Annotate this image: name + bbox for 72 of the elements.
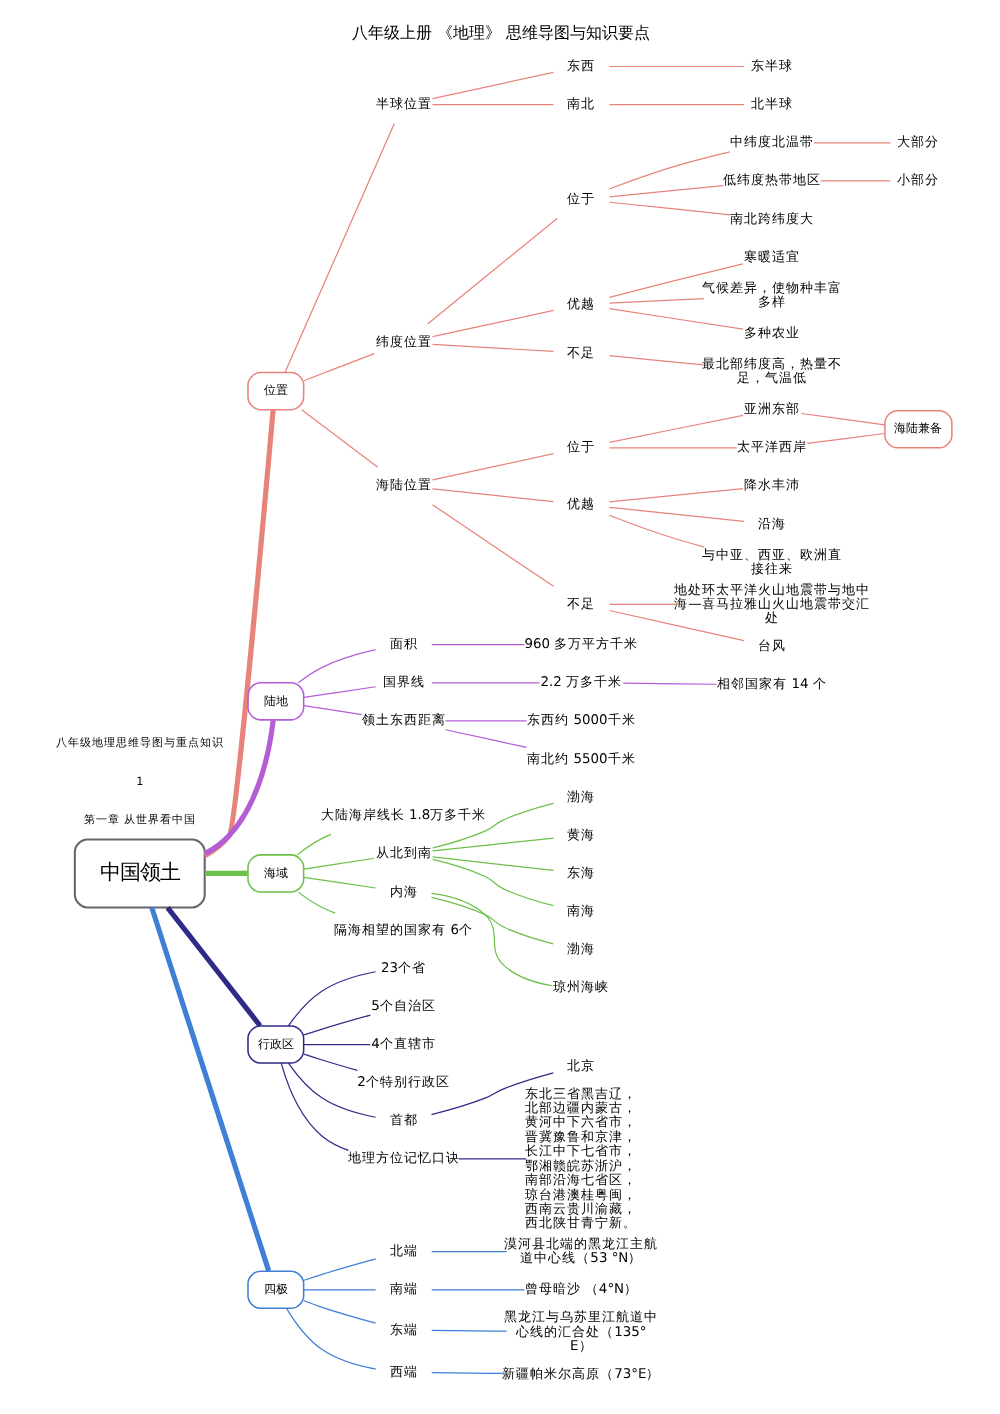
connector bbox=[202, 719, 275, 856]
connector bbox=[286, 1062, 376, 1118]
connector bbox=[430, 856, 554, 872]
connector bbox=[812, 142, 891, 144]
connector bbox=[430, 1289, 525, 1291]
connector bbox=[799, 412, 885, 426]
connector bbox=[285, 1308, 376, 1370]
connector bbox=[296, 891, 335, 914]
connector bbox=[430, 104, 554, 106]
connector bbox=[607, 603, 678, 606]
connector bbox=[607, 514, 704, 548]
connector bbox=[430, 343, 554, 353]
connector bbox=[296, 649, 376, 684]
connector bbox=[607, 65, 744, 68]
connector bbox=[302, 1258, 376, 1281]
connector bbox=[607, 414, 743, 443]
connector bbox=[302, 1289, 376, 1291]
connector bbox=[805, 432, 884, 445]
connector bbox=[607, 184, 723, 198]
connector bbox=[430, 858, 553, 907]
connector bbox=[430, 1371, 504, 1374]
connector bbox=[607, 151, 730, 190]
connector bbox=[286, 971, 376, 1027]
connector bbox=[607, 297, 704, 304]
connector bbox=[607, 447, 737, 449]
connector bbox=[607, 104, 744, 106]
connector bbox=[429, 896, 553, 945]
connector bbox=[430, 644, 525, 646]
connector bbox=[430, 453, 554, 481]
node-box: 中国领土 bbox=[72, 838, 205, 909]
connector bbox=[607, 609, 744, 642]
connector bbox=[295, 833, 331, 856]
connector bbox=[204, 870, 247, 876]
connector bbox=[429, 1072, 553, 1116]
connector bbox=[302, 876, 376, 889]
connector bbox=[202, 409, 275, 859]
connector bbox=[302, 352, 374, 382]
connector bbox=[279, 1062, 349, 1151]
connector bbox=[426, 217, 557, 325]
connector bbox=[302, 686, 376, 698]
connector bbox=[429, 892, 553, 987]
diagram-title: 八年级上册 《地理》 思维导图与知识要点 bbox=[350, 22, 650, 43]
connector bbox=[430, 71, 554, 100]
connector bbox=[430, 1329, 507, 1332]
connector bbox=[431, 802, 554, 849]
connector bbox=[430, 504, 554, 587]
connector bbox=[607, 263, 743, 299]
connector bbox=[607, 506, 744, 522]
connector bbox=[621, 682, 717, 685]
connector bbox=[302, 857, 374, 870]
connector bbox=[607, 355, 704, 366]
connector bbox=[430, 682, 540, 684]
connector bbox=[819, 180, 890, 182]
connector bbox=[443, 729, 527, 748]
connector bbox=[607, 308, 743, 330]
connector bbox=[430, 488, 554, 503]
connector bbox=[607, 201, 730, 216]
connector bbox=[457, 1158, 526, 1160]
connector bbox=[302, 1014, 370, 1036]
connector bbox=[164, 906, 262, 1028]
connector bbox=[607, 488, 743, 503]
connector bbox=[430, 837, 554, 852]
connector bbox=[302, 1053, 357, 1071]
connector bbox=[443, 720, 527, 722]
connector bbox=[430, 309, 554, 338]
connector bbox=[283, 122, 394, 373]
connector bbox=[302, 1300, 376, 1324]
connector bbox=[302, 1043, 370, 1046]
connector bbox=[148, 906, 271, 1272]
connector bbox=[430, 1251, 507, 1253]
connector bbox=[300, 409, 378, 468]
connector bbox=[302, 704, 362, 716]
